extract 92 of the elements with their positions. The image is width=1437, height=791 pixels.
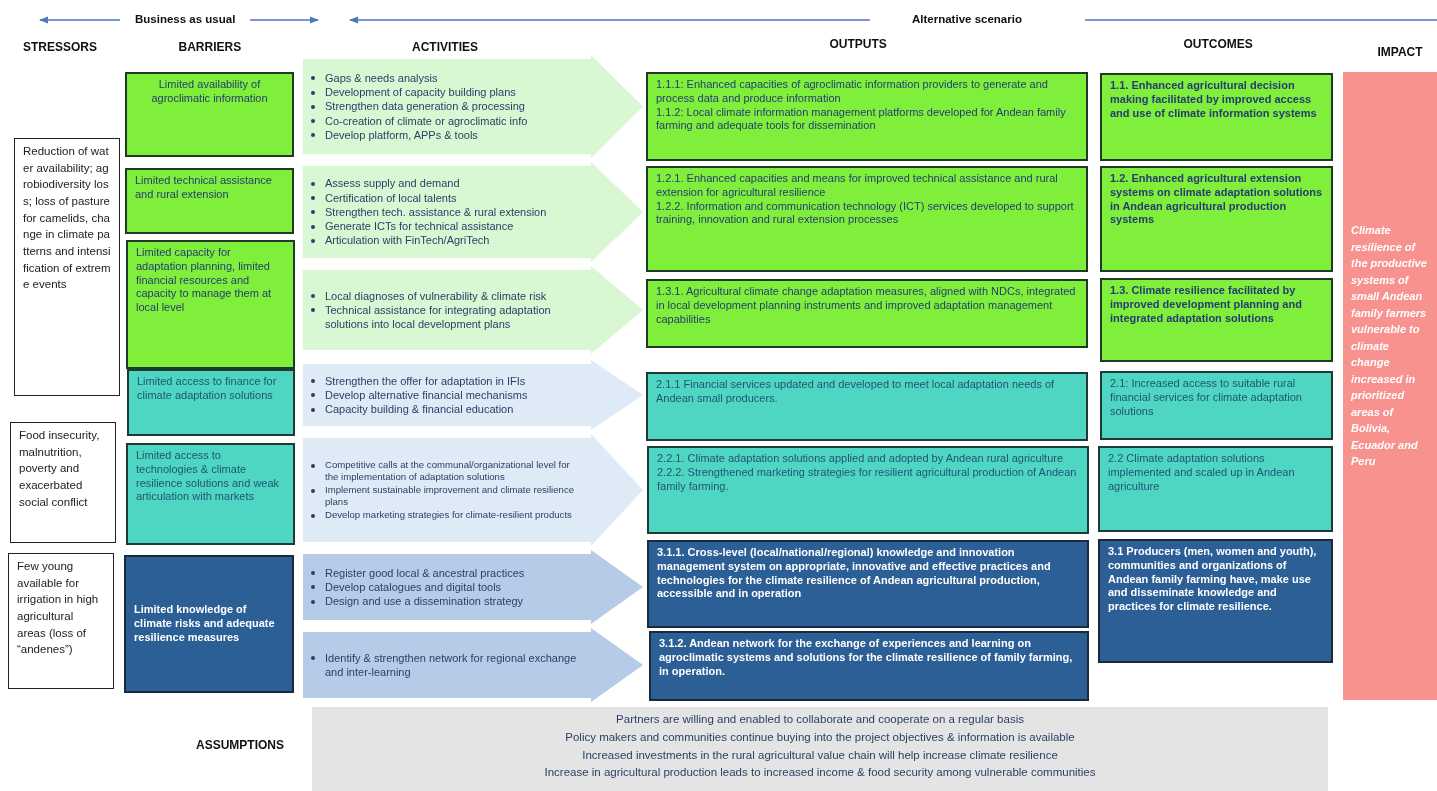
activity-item: Technical assistance for integrating adaptation solutions into local development plans: [325, 303, 551, 331]
box-text: 1.2.2. Information and communication technology (ICT) services developed to support training, innovation and rural extension processes: [656, 199, 1075, 227]
stressor-box: [14, 138, 120, 396]
activity-item: Gaps & needs analysis: [325, 71, 438, 84]
activity-banner: [303, 162, 643, 262]
stressor-box: [10, 422, 116, 543]
column-header: OUTPUTS: [829, 37, 887, 51]
activity-item: Generate ICTs for technical assistance: [325, 220, 514, 233]
assumption-text: Increase in agricultural production leads to increased income & food security among vulnerable communities: [543, 765, 1097, 781]
output-box: [646, 372, 1088, 441]
box-text: 1.2.1. Enhanced capacities and means for improved technical assistance and rural extension for agricultural resilience: [656, 172, 1059, 200]
stressor-text: Reduction of water availability; agrobiodiversity loss; loss of pasture for camelids, change in climate patterns and intensification of extreme events: [23, 144, 111, 293]
activity-banner: [303, 550, 643, 624]
activity-item: Design and use a dissemination strategy: [325, 595, 524, 608]
activity-item: Capacity building & financial education: [325, 403, 514, 416]
box-text: 2.2.2. Strengthened marketing strategies for resilient agricultural production of Andean family farming.: [657, 465, 1078, 494]
outcome-box: [1098, 539, 1333, 663]
scenario-label: Business as usual: [135, 13, 236, 25]
output-box: [647, 540, 1089, 628]
outcome-box: [1098, 446, 1333, 532]
box-text: 3.1 Producers (men, women and youth), communities and organizations of Andean family farming have, make use and disseminate knowledge and practices for climate resilience.: [1108, 545, 1318, 614]
activity-banner: [303, 360, 643, 430]
activity-item: Articulation with FinTech/AgriTech: [325, 234, 490, 247]
box-text: Climate resilience of the productive systems of small Andean family farmers vulnerable to climate change increased in prioritized areas of Bolivia, Ecuador and Peru: [1351, 223, 1428, 469]
box-text: 2.1.1 Financial services updated and developed to meet local adaptation needs of Andean small producers.: [656, 378, 1056, 406]
box-text: Limited capacity for adaptation planning, limited financial resources and capacity to manage them at local level: [136, 246, 273, 315]
activity-item: Identify & strengthen network for regional exchange and inter-learning: [325, 651, 577, 678]
box-text: Limited availability of agroclimatic information: [150, 78, 269, 106]
activity-banner: [303, 266, 643, 354]
barrier-box: [125, 72, 294, 157]
activity-item: Develop marketing strategies for climate-resilient products: [325, 508, 572, 520]
box-text: 3.1.2. Andean network for the exchange of experiences and learning on agroclimatic systems and solutions for the climate resilience of family farming, in operation.: [659, 637, 1074, 679]
activity-item: Develop platform, APPs & tools: [325, 128, 478, 141]
box-text: 1.1.2: Local climate information management platforms developed for Andean family farming and adequate tools for dissemination: [656, 105, 1067, 133]
activity-item: Strengthen data generation & processing: [325, 100, 525, 113]
stressor-text: Food insecurity, malnutrition, poverty and exacerbated social conflict: [19, 428, 101, 510]
activity-item: Develop catalogues and digital tools: [325, 580, 502, 593]
activity-item: Assess supply and demand: [325, 177, 460, 190]
scenario-label: Alternative scenario: [912, 13, 1022, 25]
barrier-box: [127, 369, 295, 436]
box-text: Limited technical assistance and rural extension: [135, 174, 273, 202]
activity-banner: [303, 434, 643, 546]
activity-item: Co-creation of climate or agroclimatic info: [325, 114, 528, 127]
activity-item: Development of capacity building plans: [325, 86, 516, 99]
box-text: 2.2 Climate adaptation solutions implemented and scaled up in Andean agriculture: [1108, 452, 1296, 494]
outcome-box: [1100, 73, 1333, 161]
box-text: 2.1: Increased access to suitable rural financial services for climate adaptation solutions: [1110, 377, 1303, 419]
output-box: [646, 72, 1088, 161]
activity-item: Certification of local talents: [325, 191, 457, 204]
activity-banner: [303, 55, 643, 158]
activity-item: Register good local & ancestral practices: [325, 566, 525, 579]
activity-item: Develop alternative financial mechanisms: [325, 388, 528, 401]
barrier-box: [125, 168, 294, 234]
barrier-box: [124, 555, 294, 693]
barrier-box: [126, 443, 295, 545]
activity-item: Competitive calls at the communal/organizational level for the implementation of adaptation solutions: [325, 458, 570, 483]
activity-item: Strengthen tech. assistance & rural extension: [325, 205, 547, 218]
assumption-text: Partners are willing and enabled to collaborate and cooperate on a regular basis: [615, 712, 1025, 727]
column-header: ACTIVITIES: [412, 40, 478, 54]
column-header: IMPACT: [1377, 45, 1423, 59]
box-text: 1.1. Enhanced agricultural decision making facilitated by improved access and use of climate information systems: [1110, 79, 1318, 121]
output-box: [646, 279, 1088, 348]
column-header: OUTCOMES: [1183, 37, 1253, 51]
box-text: Limited access to technologies & climate resilience solutions and weak articulation with markets: [136, 449, 281, 504]
box-text: 1.3.1. Agricultural climate change adaptation measures, aligned with NDCs, integrated in local development planning instruments and improved adaptation management capabilities: [656, 285, 1077, 327]
outcome-box: [1100, 371, 1333, 440]
row-header: ASSUMPTIONS: [196, 738, 284, 752]
assumptions-box: [312, 707, 1328, 791]
box-text: Limited knowledge of climate risks and adequate resilience measures: [134, 603, 276, 645]
box-text: 1.1.1: Enhanced capacities of agroclimatic information providers to generate and process data and produce information: [656, 78, 1049, 106]
column-header: STRESSORS: [23, 40, 97, 54]
activity-item: Strengthen the offer for adaptation in IFIs: [325, 374, 526, 387]
outcome-box: [1100, 166, 1333, 272]
stressor-box: [8, 553, 114, 689]
box-text: 3.1.1. Cross-level (local/national/regional) knowledge and innovation management system on appropriate, innovative and effective practices and technologies for the climate resilience of Andean agricultural production, accessible and in operation: [657, 546, 1052, 601]
output-box: [647, 446, 1089, 534]
barrier-box: [126, 240, 295, 369]
output-box: [646, 166, 1088, 272]
assumption-text: Increased investments in the rural agricultural value chain will help increase climate resilience: [581, 747, 1059, 763]
impact-box: [1343, 72, 1437, 700]
output-box: [649, 631, 1089, 701]
activity-banner: [303, 628, 643, 702]
box-text: 1.3. Climate resilience facilitated by improved development planning and integrated adaptation solutions: [1110, 284, 1303, 326]
outcome-box: [1100, 278, 1333, 362]
box-text: Limited access to finance for climate adaptation solutions: [137, 375, 278, 403]
activity-item: Local diagnoses of vulnerability & climate risk: [325, 289, 547, 302]
box-text: 2.2.1. Climate adaptation solutions applied and adopted by Andean rural agriculture: [657, 452, 1065, 466]
box-text: 1.2. Enhanced agricultural extension systems on climate adaptation solutions in Andean agricultural production systems: [1110, 172, 1323, 227]
assumption-text: Policy makers and communities continue buying into the project objectives & information is available: [564, 729, 1076, 745]
activity-item: Implement sustainable improvement and climate resilience plans: [325, 483, 575, 508]
stressor-text: Few young available for irrigation in high agricultural areas (loss of “andenes”): [17, 559, 100, 658]
column-header: BARRIERS: [178, 40, 242, 54]
